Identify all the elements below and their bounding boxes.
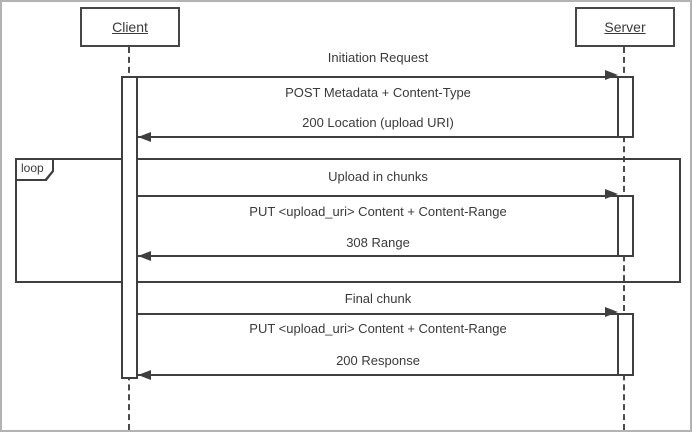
message-arrow-post-metadata xyxy=(138,70,618,80)
message-label-post-metadata: POST Metadata + Content-Type xyxy=(285,85,471,100)
arrowhead-right-icon xyxy=(605,70,618,80)
server-activation-bar-3 xyxy=(617,313,634,376)
actor-box-client: Client xyxy=(80,7,180,47)
loop-fragment-frame: loop xyxy=(15,158,681,283)
actor-server-label: Server xyxy=(604,19,646,35)
message-arrow-200-response xyxy=(138,370,618,380)
message-arrow-308-range xyxy=(138,251,618,261)
message-label-200-response: 200 Response xyxy=(336,353,420,368)
actor-box-server: Server xyxy=(575,7,675,47)
message-label-200-location: 200 Location (upload URI) xyxy=(302,115,454,130)
loop-operator-label: loop xyxy=(17,160,52,179)
arrowhead-right-icon xyxy=(605,189,618,199)
arrowhead-left-icon xyxy=(138,370,151,380)
message-arrow-put-final xyxy=(138,307,618,317)
client-activation-bar xyxy=(121,76,138,379)
server-activation-bar-1 xyxy=(617,76,634,138)
section-title-initiation-request: Initiation Request xyxy=(327,50,429,65)
arrowhead-left-icon xyxy=(138,132,151,142)
server-activation-bar-2 xyxy=(617,195,634,257)
message-arrow-put-chunk xyxy=(138,189,618,199)
arrowhead-right-icon xyxy=(605,307,618,317)
message-label-put-final: PUT <upload_uri> Content + Content-Range xyxy=(249,321,507,336)
section-title-final-chunk: Final chunk xyxy=(344,291,412,306)
message-arrow-200-location xyxy=(138,132,618,142)
section-title-upload-in-chunks: Upload in chunks xyxy=(328,169,428,184)
message-label-308-range: 308 Range xyxy=(346,235,410,250)
message-label-put-chunk: PUT <upload_uri> Content + Content-Range xyxy=(249,204,507,219)
actor-client-label: Client xyxy=(112,19,148,35)
arrowhead-left-icon xyxy=(138,251,151,261)
